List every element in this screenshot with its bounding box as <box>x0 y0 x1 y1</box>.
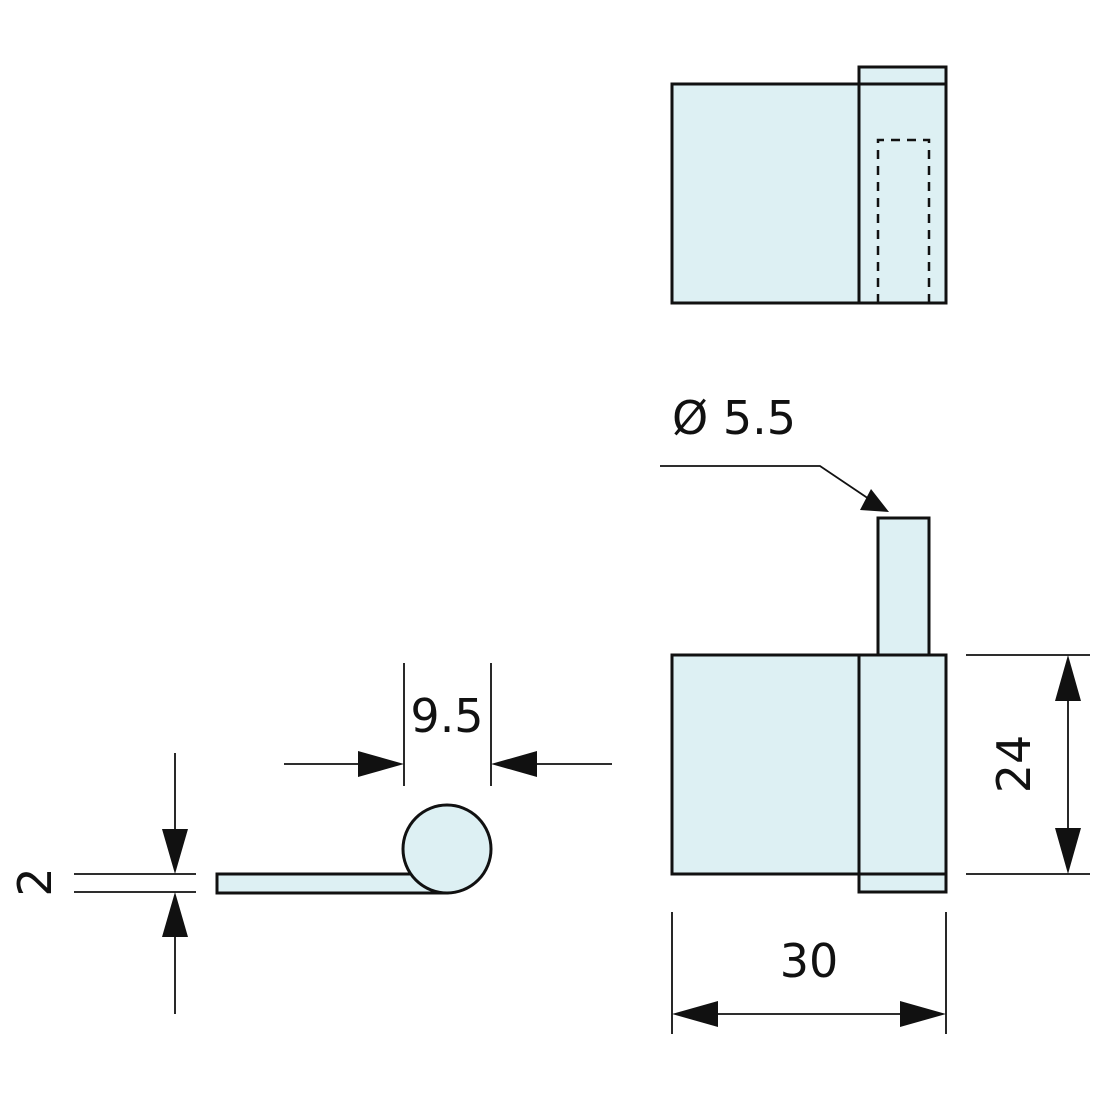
width-label: 30 <box>780 934 839 988</box>
leaf-thickness-arrow-bottom <box>162 892 188 937</box>
knuckle-offset-label: 9.5 <box>410 689 483 743</box>
pin-diameter-label: Ø 5.5 <box>672 391 796 445</box>
height-dimension: 24 <box>966 654 1090 875</box>
height-label: 24 <box>987 735 1041 794</box>
pin-diameter-arrow <box>860 489 889 512</box>
width-dimension: 30 <box>671 912 947 1034</box>
top-view-knuckle <box>857 65 948 305</box>
leaf-thickness-arrow-top <box>162 829 188 874</box>
knuckle-offset-arrow-right <box>491 751 537 777</box>
leaf-thickness-label: 2 <box>8 867 62 896</box>
front-view-pin <box>876 516 931 660</box>
side-view <box>215 803 493 895</box>
front-view <box>670 516 948 894</box>
front-view-knuckle <box>857 653 948 894</box>
front-view-leaf <box>670 653 861 876</box>
side-view-knuckle <box>401 803 493 895</box>
knuckle-offset-arrow-left <box>358 751 404 777</box>
height-arrow-bottom <box>1055 828 1081 874</box>
width-arrow-left <box>672 1001 718 1027</box>
leaf-thickness-dimension: 2 <box>8 753 196 1014</box>
top-view-leaf <box>670 82 862 305</box>
pin-diameter-leader-line <box>660 465 873 502</box>
height-arrow-top <box>1055 655 1081 701</box>
top-view-hidden-pin <box>876 138 931 303</box>
knuckle-offset-dimension: 9.5 <box>284 663 612 786</box>
width-arrow-right <box>900 1001 946 1027</box>
top-view <box>670 65 948 305</box>
pin-diameter-dimension: Ø 5.5 <box>660 391 889 512</box>
